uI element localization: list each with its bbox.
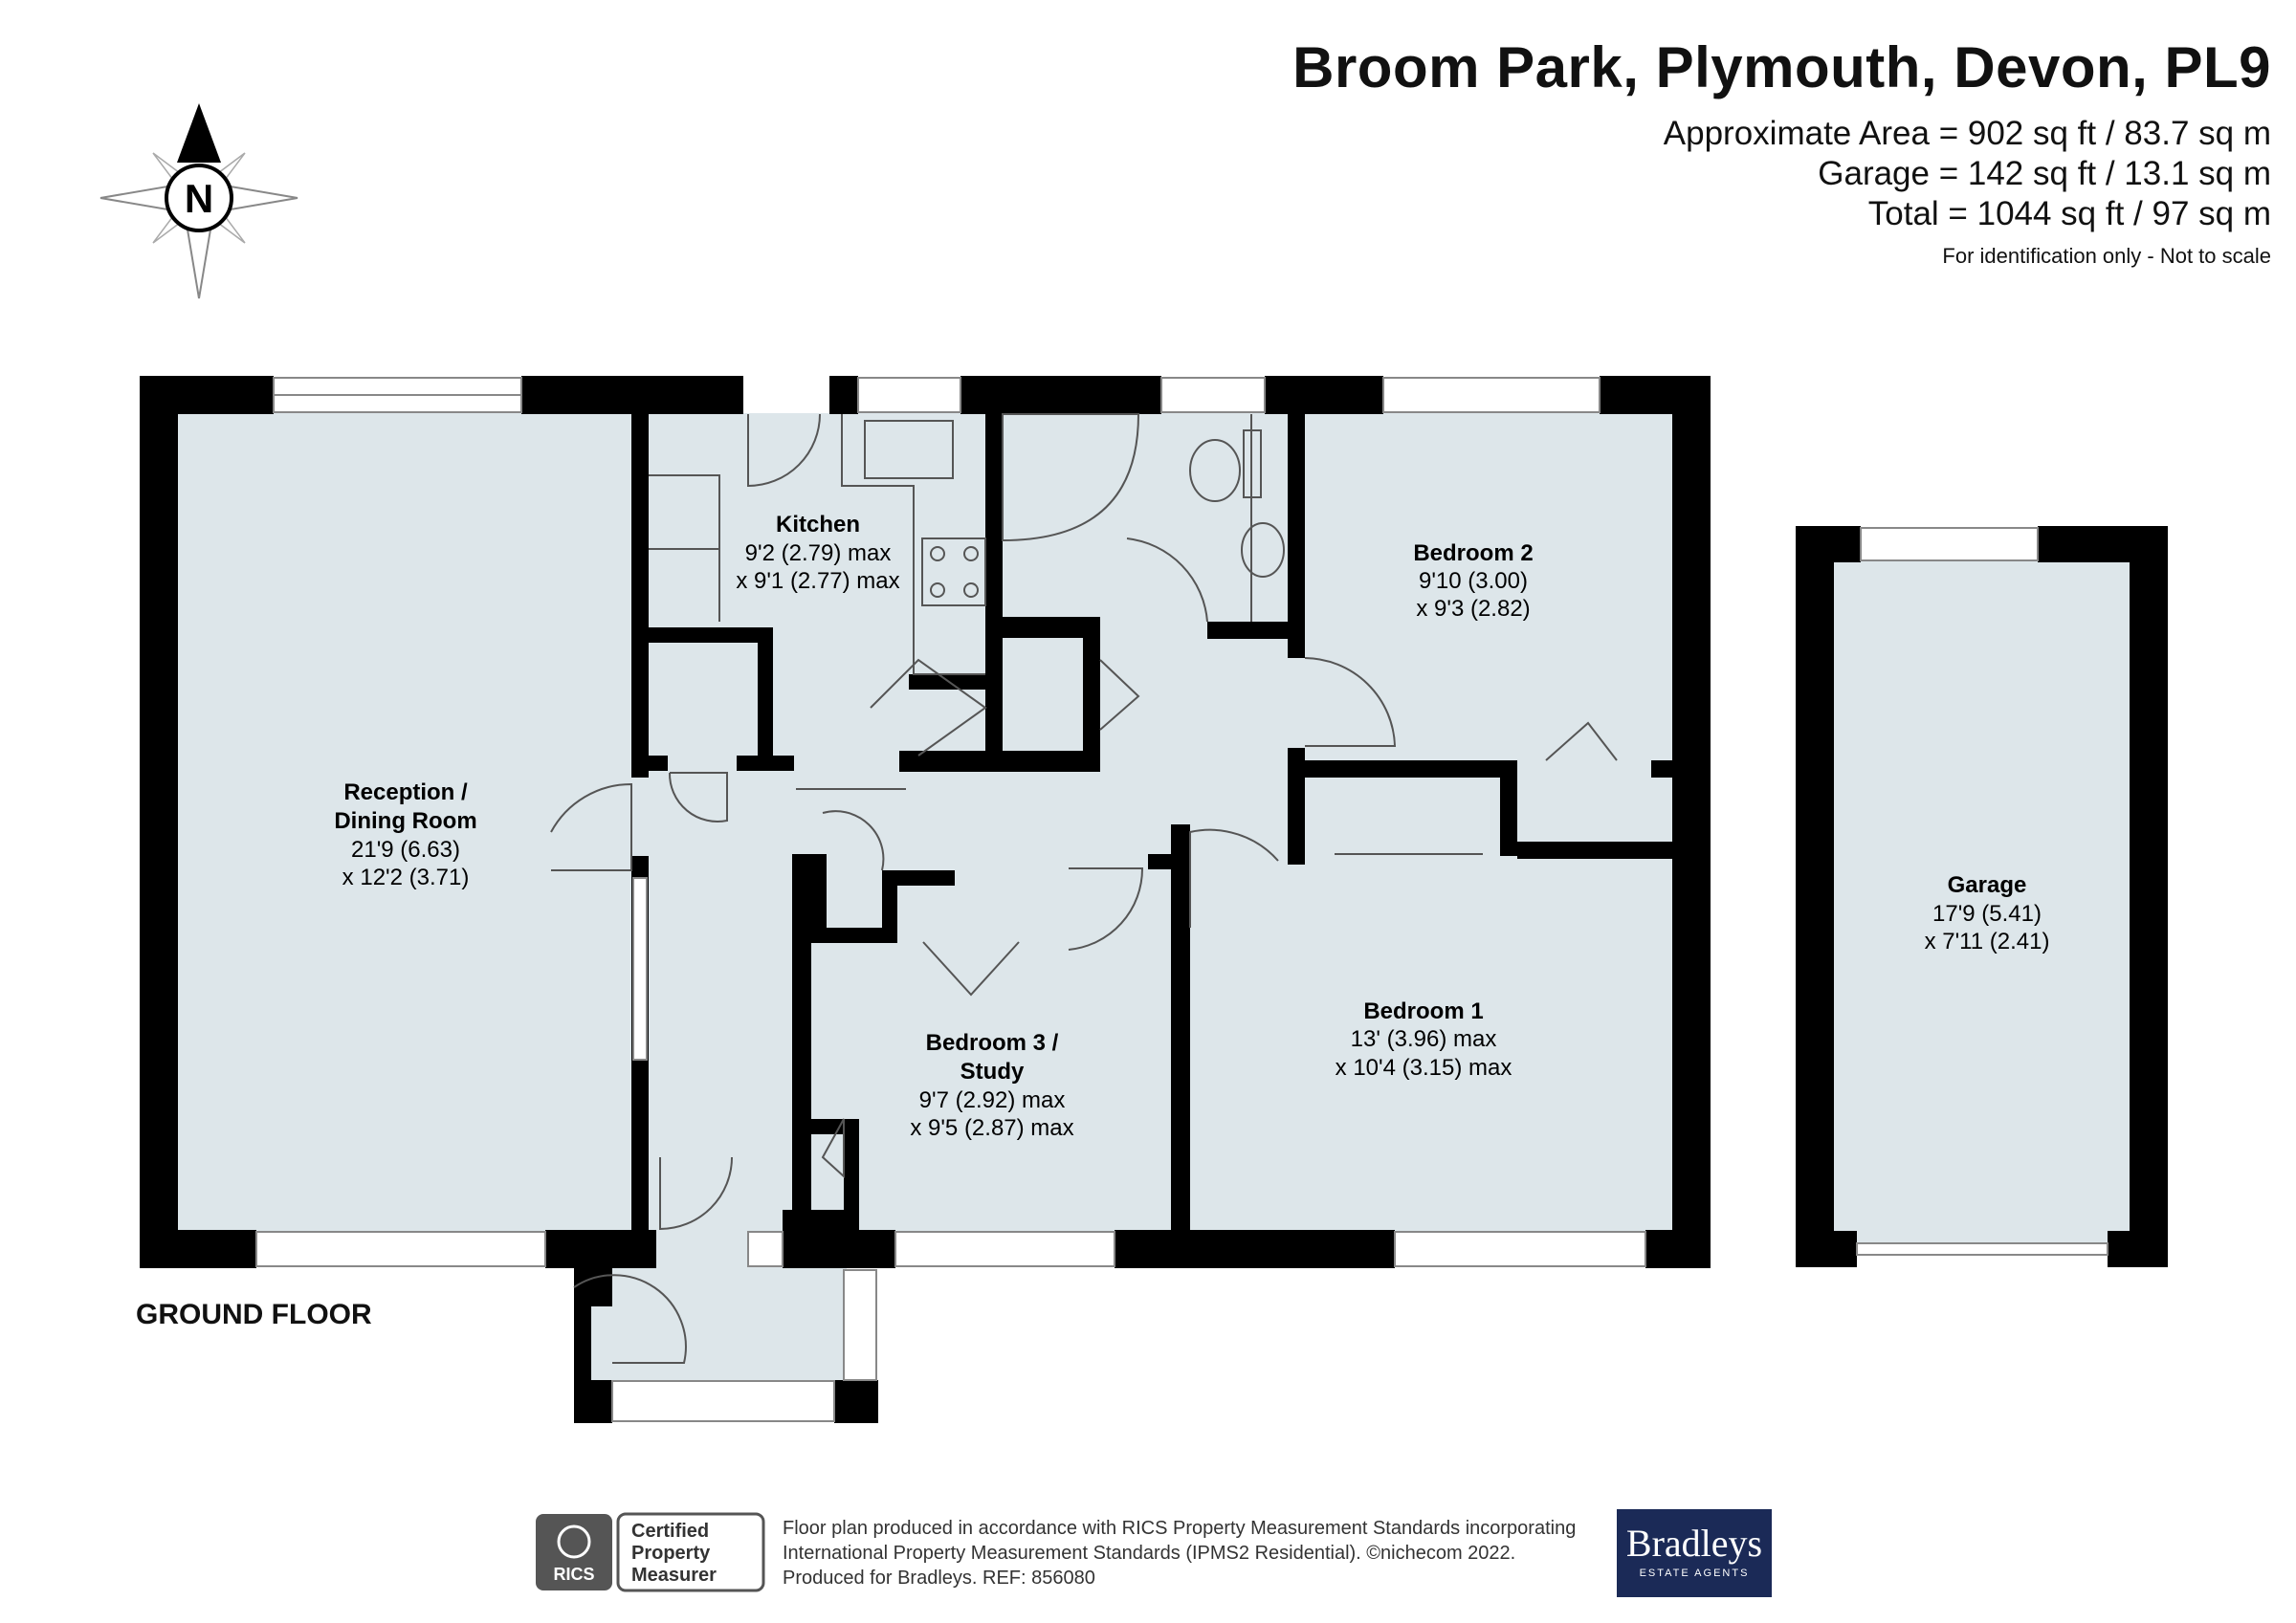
walls — [140, 376, 2168, 1423]
approx-area: Approximate Area = 902 sq ft / 83.7 sq m — [1663, 115, 2271, 152]
reception-name-2: Dining Room — [334, 808, 476, 834]
rics-badge: RICS — [536, 1512, 765, 1592]
identification-note: For identification only - Not to scale — [1942, 244, 2271, 268]
bedroom2-dim-1: 9'10 (3.00) — [1419, 568, 1528, 594]
bedroom2-dim-2: x 9'3 (2.82) — [1416, 596, 1530, 622]
rics-certified-text: Certified Property Measurer — [631, 1521, 717, 1587]
footer-line-2: International Property Measurement Stand… — [783, 1543, 1516, 1564]
brand-logo: Bradleys ESTATE AGENTS — [1617, 1509, 1772, 1597]
kitchen-dim-1: 9'2 (2.79) max — [745, 540, 892, 566]
fixtures — [550, 413, 1618, 1364]
kitchen-name: Kitchen — [776, 512, 860, 537]
bedroom3-dim-1: 9'7 (2.92) max — [919, 1087, 1066, 1113]
room-labels: Reception / Dining Room 21'9 (6.63) x 12… — [334, 512, 2049, 1141]
footer-line-1: Floor plan produced in accordance with R… — [783, 1518, 1577, 1539]
garage-name: Garage — [1948, 872, 2027, 898]
header: Broom Park, Plymouth, Devon, PL9 Approxi… — [1292, 34, 2271, 269]
floor-label: GROUND FLOOR — [136, 1299, 372, 1330]
rics-line-3: Measurer — [631, 1565, 717, 1586]
compass-label: N — [185, 176, 213, 221]
compass-icon: N — [99, 103, 298, 299]
windows — [255, 377, 2108, 1422]
bedroom2-name: Bedroom 2 — [1413, 540, 1533, 566]
bedroom1-name: Bedroom 1 — [1363, 998, 1483, 1024]
rics-line-2: Property — [631, 1543, 711, 1564]
garage-area: Garage = 142 sq ft / 13.1 sq m — [1818, 155, 2271, 192]
bedroom3-name-1: Bedroom 3 / — [926, 1030, 1059, 1056]
reception-dim-1: 21'9 (6.63) — [351, 837, 460, 863]
reception-dim-2: x 12'2 (3.71) — [342, 865, 470, 890]
brand-sub: ESTATE AGENTS — [1639, 1568, 1750, 1579]
kitchen-dim-2: x 9'1 (2.77) max — [736, 568, 899, 594]
total-area: Total = 1044 sq ft / 97 sq m — [1867, 195, 2271, 232]
garage-dim-2: x 7'11 (2.41) — [1925, 929, 2050, 954]
rics-line-1: Certified — [631, 1521, 710, 1542]
rics-logo-text: RICS — [553, 1565, 594, 1584]
garage-dim-1: 17'9 (5.41) — [1932, 901, 2042, 927]
footer-line-3: Produced for Bradleys. REF: 856080 — [783, 1568, 1095, 1589]
bedroom1-dim-2: x 10'4 (3.15) max — [1336, 1055, 1512, 1081]
bedroom1-dim-1: 13' (3.96) max — [1351, 1026, 1497, 1052]
reception-name-1: Reception / — [343, 779, 468, 805]
bedroom3-dim-2: x 9'5 (2.87) max — [910, 1115, 1073, 1141]
bedroom3-name-2: Study — [960, 1059, 1025, 1085]
property-title: Broom Park, Plymouth, Devon, PL9 — [1292, 35, 2271, 99]
footer-text: Floor plan produced in accordance with R… — [783, 1516, 1576, 1590]
brand-name: Bradleys — [1625, 1522, 1763, 1565]
floor-fill — [178, 413, 2131, 1380]
